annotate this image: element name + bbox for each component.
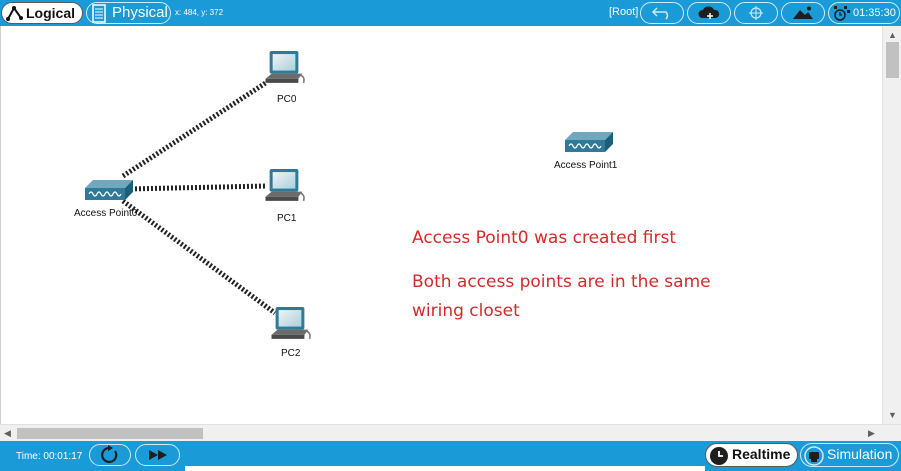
device-label-pc0: PC0 <box>277 94 297 105</box>
new-cluster-button[interactable] <box>687 2 731 24</box>
pc-2[interactable] <box>270 306 311 340</box>
cursor-coordinates: x: 484, y: 372 <box>175 8 224 17</box>
wireless-link-ap0-pc0[interactable] <box>121 79 269 179</box>
simulation-icon <box>804 446 824 466</box>
access-point-0[interactable] <box>84 179 134 201</box>
background-image-icon <box>793 6 813 19</box>
simulation-time: Time: 00:01:17 <box>16 451 83 462</box>
wireless-link-ap0-pc1[interactable] <box>126 183 268 192</box>
realtime-label: Realtime <box>732 446 791 462</box>
bottom-strip <box>185 466 705 471</box>
background-image-button[interactable] <box>781 2 825 24</box>
cloud-icon <box>698 6 720 19</box>
back-arrow-icon <box>651 7 669 20</box>
back-button[interactable] <box>640 2 684 24</box>
logical-workspace-icon <box>6 6 23 21</box>
access-point-1[interactable] <box>564 131 614 153</box>
note-line-1[interactable]: Access Point0 was created first <box>412 228 676 248</box>
device-label-pc2: PC2 <box>281 348 301 359</box>
logical-tab[interactable]: Logical <box>1 2 83 24</box>
logical-tab-label: Logical <box>26 5 76 21</box>
realtime-mode-tab[interactable]: Realtime <box>705 443 798 467</box>
power-cycle-icon <box>101 445 118 464</box>
device-label-access-point-0: Access Point0 <box>74 208 138 219</box>
note-line-3[interactable]: wiring closet <box>412 301 520 321</box>
fast-forward-time-button[interactable] <box>135 444 180 466</box>
scroll-down-icon[interactable]: ▼ <box>888 410 897 420</box>
power-cycle-button[interactable] <box>89 444 131 466</box>
scroll-left-icon[interactable]: ◀ <box>4 428 11 438</box>
note-line-2[interactable]: Both access points are in the same <box>412 272 711 292</box>
realtime-clock-icon <box>710 447 728 465</box>
fast-forward-icon <box>148 450 167 460</box>
topology-canvas[interactable] <box>1 26 883 424</box>
clock: 01:35:30 <box>828 2 900 24</box>
horizontal-scrollbar[interactable]: ◀ ▶ <box>0 424 901 441</box>
simulation-mode-tab[interactable]: Simulation <box>800 443 899 467</box>
logical-workspace[interactable]: Access Point0 Access Point1 PC0 PC1 PC2 … <box>0 26 882 424</box>
vertical-scrollbar[interactable]: ▲ ▼ <box>882 26 901 424</box>
device-label-pc1: PC1 <box>277 213 297 224</box>
scroll-right-icon[interactable]: ▶ <box>868 428 875 438</box>
vertical-scroll-thumb[interactable] <box>886 42 899 78</box>
pc-0[interactable] <box>264 50 305 84</box>
physical-tab-label: Physical <box>112 4 168 21</box>
root-breadcrumb[interactable]: [Root] <box>609 6 639 18</box>
viewport-button[interactable] <box>734 2 778 24</box>
physical-tab[interactable]: Physical <box>86 2 171 24</box>
wireless-link-ap0-pc2[interactable] <box>121 198 277 316</box>
viewport-icon <box>749 6 763 20</box>
clock-network-icon <box>834 6 850 21</box>
horizontal-scroll-thumb[interactable] <box>17 428 203 439</box>
clock-time: 01:35:30 <box>853 7 896 19</box>
pc-1[interactable] <box>264 168 305 202</box>
scroll-up-icon[interactable]: ▲ <box>888 30 897 40</box>
rack-icon <box>92 4 106 23</box>
simulation-label: Simulation <box>827 446 893 462</box>
bottom-toolbar: Time: 00:01:17 Realtime Simulation <box>0 441 901 471</box>
top-toolbar: Logical Physical x: 484, y: 372 [Root] <box>0 0 901 26</box>
device-label-access-point-1: Access Point1 <box>554 160 618 171</box>
